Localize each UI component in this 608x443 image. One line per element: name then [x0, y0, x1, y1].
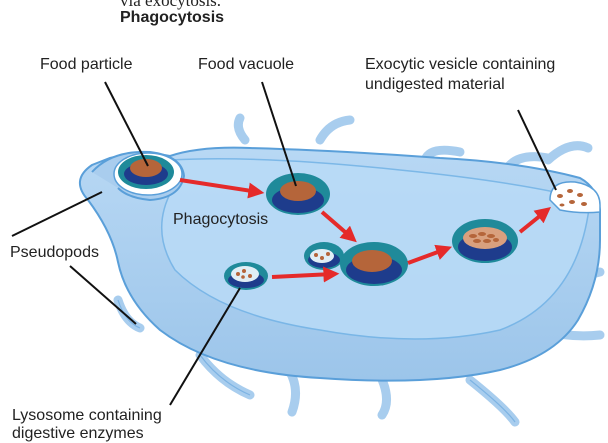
engulfed-food-particle	[114, 153, 182, 195]
fusing-lysosome	[304, 242, 344, 270]
lysosome	[224, 262, 268, 290]
label-pseudopods: Pseudopods	[10, 243, 99, 262]
label-lysosome-line1: Lysosome containing	[12, 406, 162, 425]
food-vacuole	[266, 173, 330, 215]
exocytic-vesicle	[550, 182, 600, 213]
label-phagocytosis: Phagocytosis	[173, 210, 268, 229]
label-exocytic-vesicle-line2: undigested material	[365, 75, 505, 94]
label-lysosome-line2: digestive enzymes	[12, 424, 144, 443]
label-exocytic-vesicle-line1: Exocytic vesicle containing	[365, 55, 555, 74]
digesting-vacuole	[340, 242, 408, 286]
digested-vacuole	[452, 219, 518, 263]
label-food-vacuole: Food vacuole	[198, 55, 294, 74]
label-food-particle: Food particle	[40, 55, 133, 74]
